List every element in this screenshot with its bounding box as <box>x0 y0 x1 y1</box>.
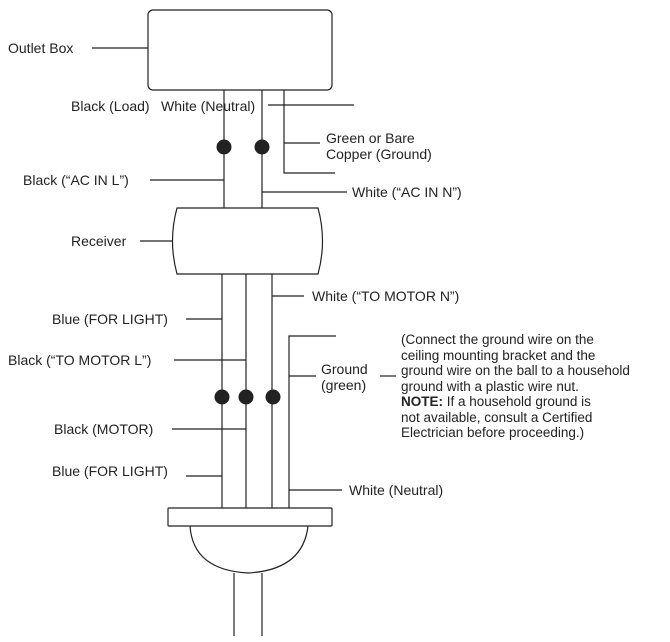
label-ground-line2: (green) <box>321 377 367 393</box>
wire-nut-white-top <box>254 139 270 155</box>
note-line-7: Electrician before proceeding.) <box>401 425 585 440</box>
receiver-shape <box>171 207 324 275</box>
wire-ground-lower <box>288 335 336 508</box>
label-green-bare-line1: Green or Bare <box>326 130 415 146</box>
outlet-box-shape <box>147 9 333 91</box>
label-white-neutral-bottom: White (Neutral) <box>349 482 444 498</box>
light-bowl <box>189 525 309 574</box>
label-green-bare-line2: Copper (Ground) <box>326 146 432 162</box>
note-line-2: ceiling mounting bracket and the <box>401 347 596 363</box>
label-receiver: Receiver <box>71 233 127 249</box>
note-line-6: not available, consult a Certified <box>401 409 593 425</box>
note-line-3: ground wire on the ball to a household <box>401 363 630 378</box>
wire-nut-black <box>238 389 254 405</box>
label-outlet-box: Outlet Box <box>8 40 74 56</box>
wire-nut-white <box>265 389 281 405</box>
mounting-plate <box>167 507 333 527</box>
note-line-5-text: If a household ground is <box>443 394 591 409</box>
note-line-5: NOTE: If a household ground is <box>401 394 630 410</box>
label-blue-for-light-1: Blue (FOR LIGHT) <box>52 311 168 327</box>
label-white-to-motor-n: White (“TO MOTOR N”) <box>312 288 460 304</box>
label-white-ac-in-n: White (“AC IN N”) <box>352 184 462 200</box>
label-ground-line1: Ground <box>321 361 368 377</box>
wire-nut-black-top <box>216 139 232 155</box>
wire-ground-top <box>283 90 335 174</box>
note-label: NOTE: <box>401 394 443 409</box>
label-black-motor: Black (MOTOR) <box>54 421 154 437</box>
label-blue-for-light-2: Blue (FOR LIGHT) <box>52 463 168 479</box>
label-white-neutral-top: White (Neutral) <box>161 98 256 114</box>
wire-nut-blue <box>214 389 230 405</box>
label-black-to-motor-l: Black (“TO MOTOR L”) <box>8 352 152 368</box>
note-line-1: (Connect the ground wire on the <box>401 332 594 347</box>
note-line-4: ground with a plastic wire nut. <box>401 378 579 394</box>
label-black-ac-in-l: Black (“AC IN L”) <box>23 172 129 188</box>
ground-note: (Connect the ground wire on the ceiling … <box>401 332 630 441</box>
label-black-load: Black (Load) <box>71 98 150 114</box>
